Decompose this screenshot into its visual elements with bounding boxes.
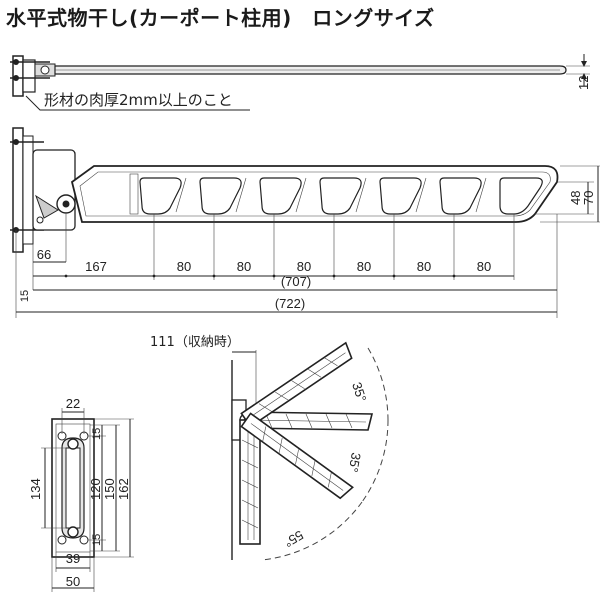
fold-view: 111（収納時） [150, 335, 389, 561]
page-title: 水平式物干し(カーポート柱用) ロングサイズ [6, 6, 435, 30]
height-outer-label: 70 [581, 191, 596, 205]
hanger-holes [129, 173, 543, 215]
front-arm-outline [70, 165, 559, 223]
dim-total-inner: (707) [281, 274, 311, 289]
hanger-hole [259, 177, 302, 215]
bracket-slot-height: 134 [28, 478, 43, 500]
dim-segment-3: 80 [177, 259, 191, 274]
bracket-width-inner: 39 [66, 551, 80, 566]
bracket-hole-pitch: 120 [88, 478, 103, 500]
angle-arc [261, 501, 363, 561]
bracket-inner-height: 150 [102, 478, 117, 500]
angle-label-lower: 55° [281, 527, 306, 550]
angle-arc [361, 419, 389, 503]
dim-offset: 15 [19, 290, 31, 302]
screw-hole-icon [67, 526, 79, 538]
side-view: 12 形材の肉厚2mm以上のこと [10, 54, 591, 111]
bracket-outer-height: 162 [116, 478, 131, 500]
bracket-margin-top: 15 [91, 428, 103, 440]
dim-segment-2: 167 [85, 259, 107, 274]
bracket-view: 22 134 15 120 15 150 162 39 50 [28, 396, 134, 592]
side-thickness-label: 12 [576, 76, 591, 90]
hanger-hole [439, 177, 482, 215]
angle-label-upper: 35° [349, 380, 369, 403]
front-view: 48 70 66 167 80 80 [10, 127, 600, 318]
dim-segment-4: 80 [237, 259, 251, 274]
wall-thickness-note: 形材の肉厚2mm以上のこと [44, 91, 233, 109]
bracket-width-top: 22 [66, 396, 80, 411]
height-inner-label: 48 [568, 191, 583, 205]
side-mount-plate [10, 55, 56, 97]
stored-depth-label: 111（収納時） [150, 335, 240, 350]
dim-segment-6: 80 [357, 259, 371, 274]
arm-horizontal [245, 411, 374, 431]
dim-segment-1: 66 [37, 247, 51, 262]
hanger-hole [199, 177, 242, 215]
angle-arc [367, 347, 389, 421]
dim-segment-7: 80 [417, 259, 431, 274]
arm-lowered [240, 412, 354, 500]
dim-segment-5: 80 [297, 259, 311, 274]
angle-label-middle: 35° [346, 451, 364, 473]
screw-hole-icon [67, 438, 79, 450]
bracket-slot [65, 447, 81, 529]
front-mount-plate [10, 127, 80, 253]
hanger-hole [379, 177, 422, 215]
bracket-width-outer: 50 [66, 574, 80, 589]
hanger-hole [139, 177, 182, 215]
hanger-hole [319, 177, 362, 215]
dim-total-outer: (722) [275, 296, 305, 311]
dim-segment-8: 80 [477, 259, 491, 274]
bracket-margin-bottom: 15 [91, 534, 103, 546]
